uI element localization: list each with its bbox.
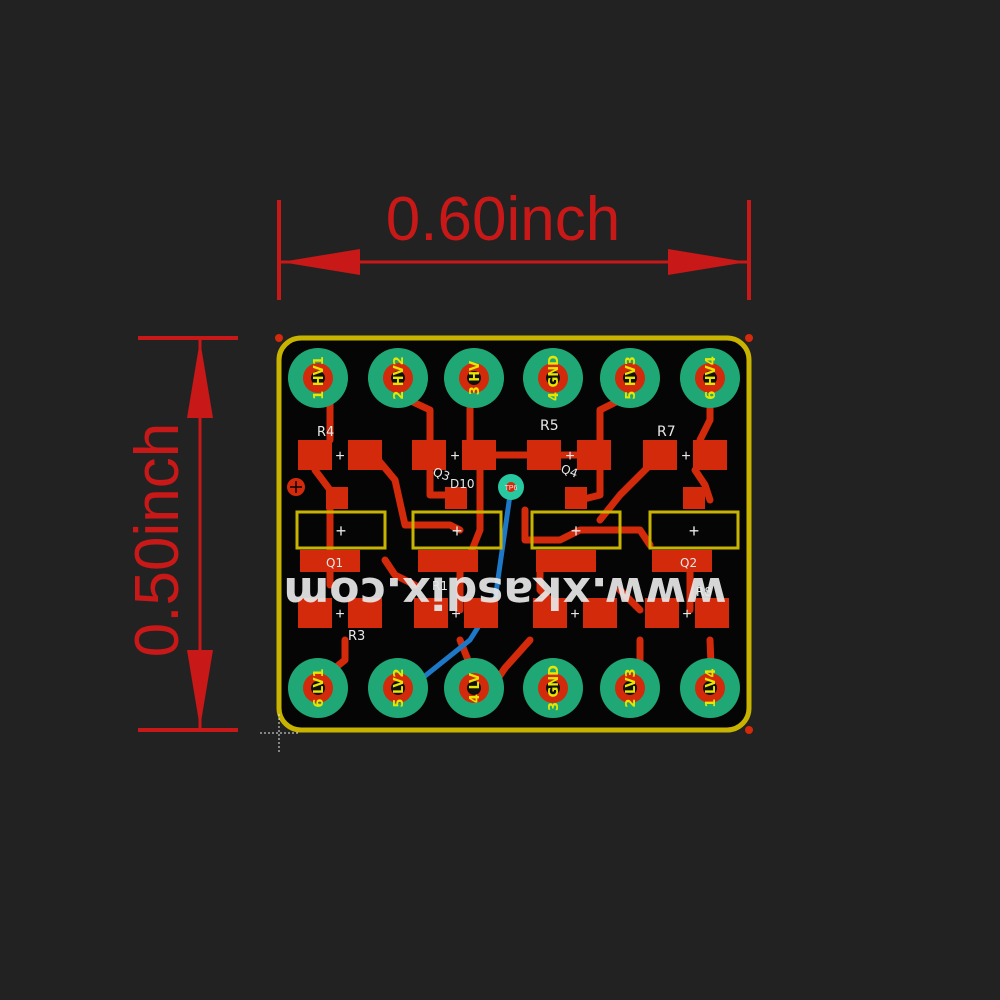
bottom-header-pad: 3 GND bbox=[523, 658, 583, 718]
bottom-header-pad: 5 LV2 bbox=[368, 658, 428, 718]
arrow-right-icon bbox=[668, 249, 747, 275]
label-q2: Q2 bbox=[680, 556, 697, 570]
bottom-header-pad: 4 LV bbox=[444, 658, 504, 718]
svg-text:+: + bbox=[565, 448, 574, 465]
label-r4: R4 bbox=[317, 425, 334, 440]
label-r1: R1 bbox=[432, 579, 448, 593]
transistor-outline bbox=[411, 510, 503, 550]
corner-marker bbox=[275, 334, 283, 342]
top-header-pad-label: 2 HV2 bbox=[392, 356, 407, 400]
svg-text:+: + bbox=[335, 606, 344, 623]
arrow-left-icon bbox=[281, 249, 360, 275]
svg-text:+: + bbox=[450, 448, 459, 465]
label-q3: Q3 bbox=[431, 465, 452, 484]
bottom-header-pad: 2 LV3 bbox=[600, 658, 660, 718]
resistor-r1: + bbox=[414, 598, 498, 628]
top-header-pad: 1 HV1 bbox=[288, 348, 348, 408]
via: TP6 bbox=[498, 474, 524, 500]
pcb-board bbox=[260, 334, 753, 752]
resistor-r8: + bbox=[645, 598, 729, 628]
svg-text:+: + bbox=[570, 606, 579, 623]
bottom-header-pad-label: 1 LV4 bbox=[704, 668, 719, 707]
svg-text:+: + bbox=[682, 606, 691, 623]
resistor-r5: + bbox=[527, 440, 611, 470]
width-dimension: 0.60inch bbox=[277, 185, 751, 300]
corner-marker bbox=[745, 726, 753, 734]
top-header-pads: 1 HV1 2 HV2 3 HV 4 GND 5 HV3 6 HV4 bbox=[288, 348, 740, 408]
svg-text:+: + bbox=[689, 521, 700, 541]
bottom-header-pad-label: 2 LV3 bbox=[624, 668, 639, 707]
silkscreen-url-group: www.xkasdix.com bbox=[283, 567, 726, 618]
label-d10: D10 bbox=[450, 477, 475, 491]
bottom-header-pad: 6 LV1 bbox=[288, 658, 348, 718]
label-q1: Q1 bbox=[326, 556, 343, 570]
arrow-down-icon bbox=[187, 650, 213, 728]
top-header-pad: 4 GND bbox=[523, 348, 583, 408]
top-header-pad-label: 6 HV4 bbox=[704, 356, 719, 400]
width-dimension-label: 0.60inch bbox=[386, 185, 620, 254]
resistor-rx: + bbox=[533, 598, 617, 628]
top-header-pad-label: 1 HV1 bbox=[312, 356, 327, 400]
via-label: TP6 bbox=[505, 485, 518, 492]
resistor-r4: + bbox=[298, 440, 382, 470]
smd-components: + + + + + + + + bbox=[295, 440, 740, 628]
top-header-pad: 3 HV bbox=[444, 348, 504, 408]
svg-text:+: + bbox=[335, 448, 344, 465]
label-r3: R3 bbox=[348, 629, 365, 644]
component-labels: R4 R5 R7 Q3 Q4 D10 Q1 Q2 R1 R3 R8 bbox=[317, 418, 712, 644]
top-header-pad-label: 4 GND bbox=[547, 355, 562, 401]
top-header-pad-label: 3 HV bbox=[468, 361, 483, 396]
silkscreen-url: www.xkasdix.com bbox=[283, 567, 726, 618]
bottom-header-pad-label: 6 LV1 bbox=[312, 668, 327, 707]
svg-text:+: + bbox=[681, 448, 690, 465]
arrow-up-icon bbox=[187, 340, 213, 418]
board-outline bbox=[276, 335, 752, 733]
top-header-pad: 6 HV4 bbox=[680, 348, 740, 408]
svg-text:+: + bbox=[336, 521, 347, 541]
bottom-header-pad: 1 LV4 bbox=[680, 658, 740, 718]
top-header-pad: 2 HV2 bbox=[368, 348, 428, 408]
transistor-outline bbox=[530, 510, 622, 550]
bottom-header-pad-label: 4 LV bbox=[468, 673, 483, 703]
svg-text:+: + bbox=[571, 521, 582, 541]
corner-marker bbox=[745, 334, 753, 342]
transistor-outline bbox=[648, 510, 740, 550]
label-r5: R5 bbox=[540, 418, 559, 434]
top-header-pad: 5 HV3 bbox=[600, 348, 660, 408]
bottom-header-pad-label: 3 GND bbox=[547, 665, 562, 711]
label-r7: R7 bbox=[657, 424, 676, 440]
component-q3: + bbox=[412, 440, 496, 470]
svg-text:+: + bbox=[451, 606, 460, 623]
height-dimension-label: 0.50inch bbox=[123, 423, 192, 657]
svg-text:+: + bbox=[452, 521, 463, 541]
transistor-outline bbox=[295, 510, 387, 550]
resistor-r7: + bbox=[643, 440, 727, 470]
bottom-header-pads: 6 LV1 5 LV2 4 LV 3 GND 2 LV3 1 LV4 bbox=[288, 658, 740, 718]
top-header-pad-label: 5 HV3 bbox=[624, 356, 639, 400]
height-dimension: 0.50inch bbox=[123, 336, 238, 732]
label-q4: Q4 bbox=[559, 462, 580, 481]
label-r8: R8 bbox=[696, 585, 712, 599]
bottom-header-pad-label: 5 LV2 bbox=[392, 668, 407, 707]
resistor-r3: + bbox=[298, 598, 382, 628]
